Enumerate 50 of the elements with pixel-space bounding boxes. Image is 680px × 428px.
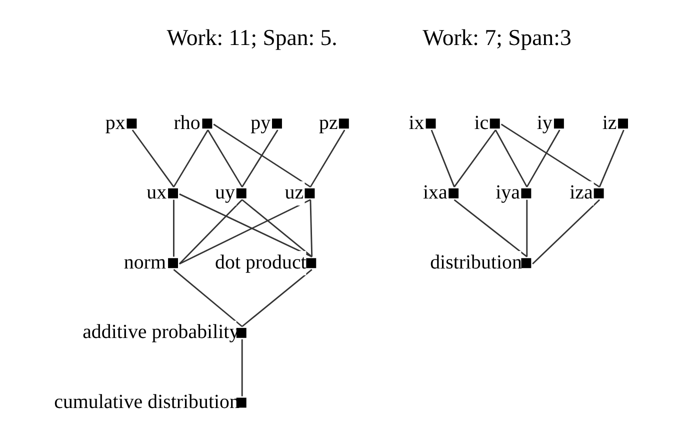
node-label: rho [174,112,200,134]
connector [242,199,312,258]
connector [179,193,312,258]
node-box [168,258,178,268]
node-box [168,188,178,198]
connector [207,130,243,188]
node-box [554,118,564,129]
connector [500,124,600,188]
connector [132,130,174,188]
node-box [448,188,459,198]
node-label: iz [602,112,617,134]
node-label: px [105,112,126,134]
connector [173,269,243,328]
label: Work: 11; Span: 5. [166,24,338,50]
node-box [618,118,628,129]
node-label: iya [496,182,520,204]
node-box [426,118,436,129]
node-label: ixa [422,182,448,204]
connector [173,130,209,188]
node-label: norm [124,251,166,274]
connector [310,130,346,188]
connector [454,130,496,188]
connector [454,199,528,258]
connector [526,130,560,188]
connector [310,200,313,257]
connector [430,130,455,188]
node-box [272,118,282,129]
node-label: ux [146,182,167,204]
node-label: iy [536,112,552,134]
connector [526,200,528,257]
node-label: ix [408,112,424,134]
connector [178,199,243,264]
label: Work: 7; Span:3 [422,24,572,50]
connector [598,130,624,188]
connector [494,130,528,188]
connector [532,199,600,264]
connector [213,124,311,188]
node-label: ic [474,112,489,134]
node-label: pz [318,112,338,134]
connector [242,268,312,328]
node-label: py [250,112,271,134]
node-box [126,118,137,129]
connector [241,130,278,188]
node-box [521,188,532,198]
connector [241,339,243,396]
node-box [202,118,212,129]
node-box [338,118,349,129]
connector [173,200,174,257]
connector [179,199,311,264]
node-box [490,118,500,129]
